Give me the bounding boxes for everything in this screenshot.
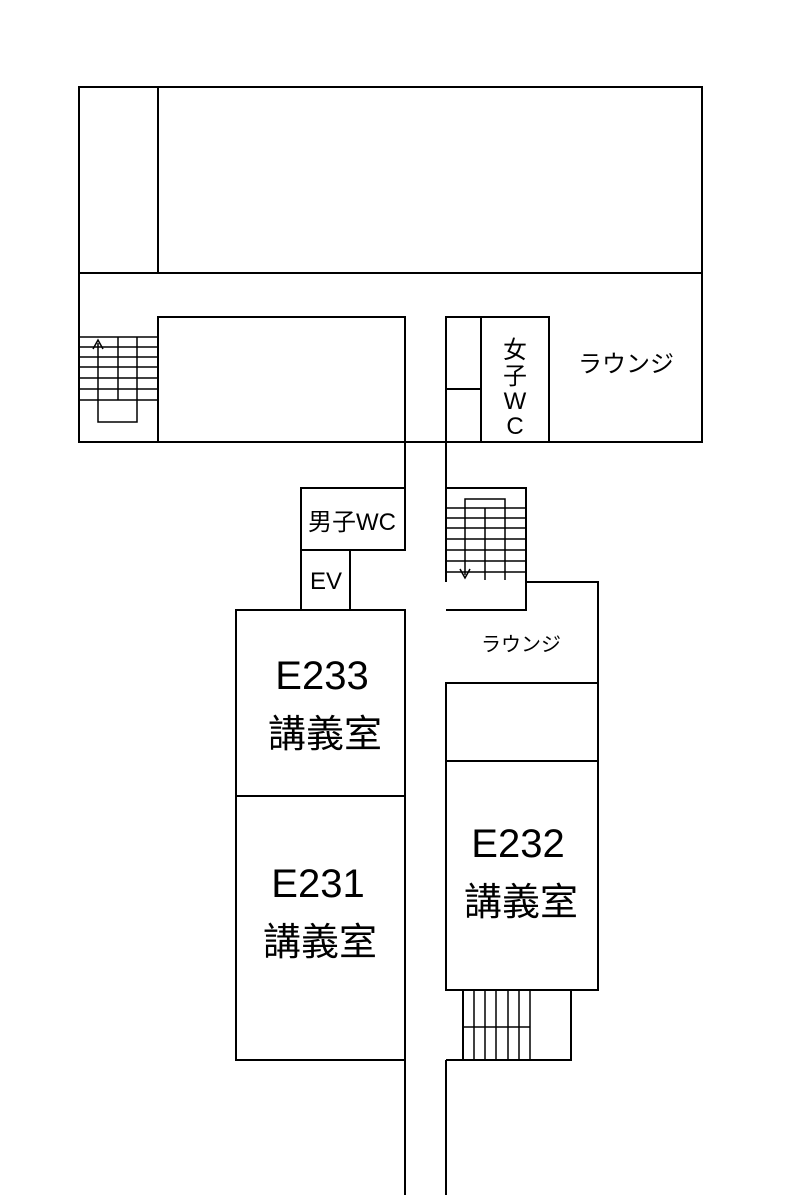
- mens-wc-room: [300, 487, 406, 551]
- e232-room-outline: [445, 760, 599, 991]
- upper-left-stair: [79, 336, 158, 423]
- e231-number: E231: [271, 862, 364, 906]
- womens-wc-char-1: 女: [503, 337, 527, 364]
- womens-wc-char-2: 子: [503, 363, 527, 390]
- middle-stair-outline: [445, 487, 527, 611]
- mens-wc-label: 男子WC: [308, 509, 396, 536]
- room-above-e232: [445, 682, 599, 762]
- middle-stair: [446, 498, 526, 580]
- lower-lounge-label: ラウンジ: [481, 634, 561, 656]
- e233-room-outline: [235, 609, 406, 797]
- bottom-stair: [463, 990, 531, 1060]
- stair-down-arrow-icon: [459, 568, 471, 580]
- e231-room-outline: [235, 795, 406, 1061]
- upper-right-small-room: [445, 316, 482, 443]
- e232-number: E232: [471, 822, 564, 866]
- lower-lounge-outline: [446, 581, 599, 684]
- womens-wc-room: [480, 316, 550, 443]
- bottom-stair-outline: [462, 990, 572, 1061]
- upper-lounge-label: ラウンジ: [578, 351, 674, 378]
- e233-number: E233: [275, 654, 368, 698]
- e231-kind: 講義室: [263, 922, 377, 964]
- e233-kind: 講義室: [268, 714, 382, 756]
- e232-kind: 講義室: [464, 882, 578, 924]
- stair-up-arrow-icon: [92, 338, 104, 350]
- upper-left-room: [157, 316, 406, 443]
- elevator-label: EV: [310, 568, 342, 595]
- top-block-outline: [78, 86, 703, 443]
- womens-wc-char-3: W: [504, 388, 527, 415]
- womens-wc-char-4: C: [506, 413, 523, 440]
